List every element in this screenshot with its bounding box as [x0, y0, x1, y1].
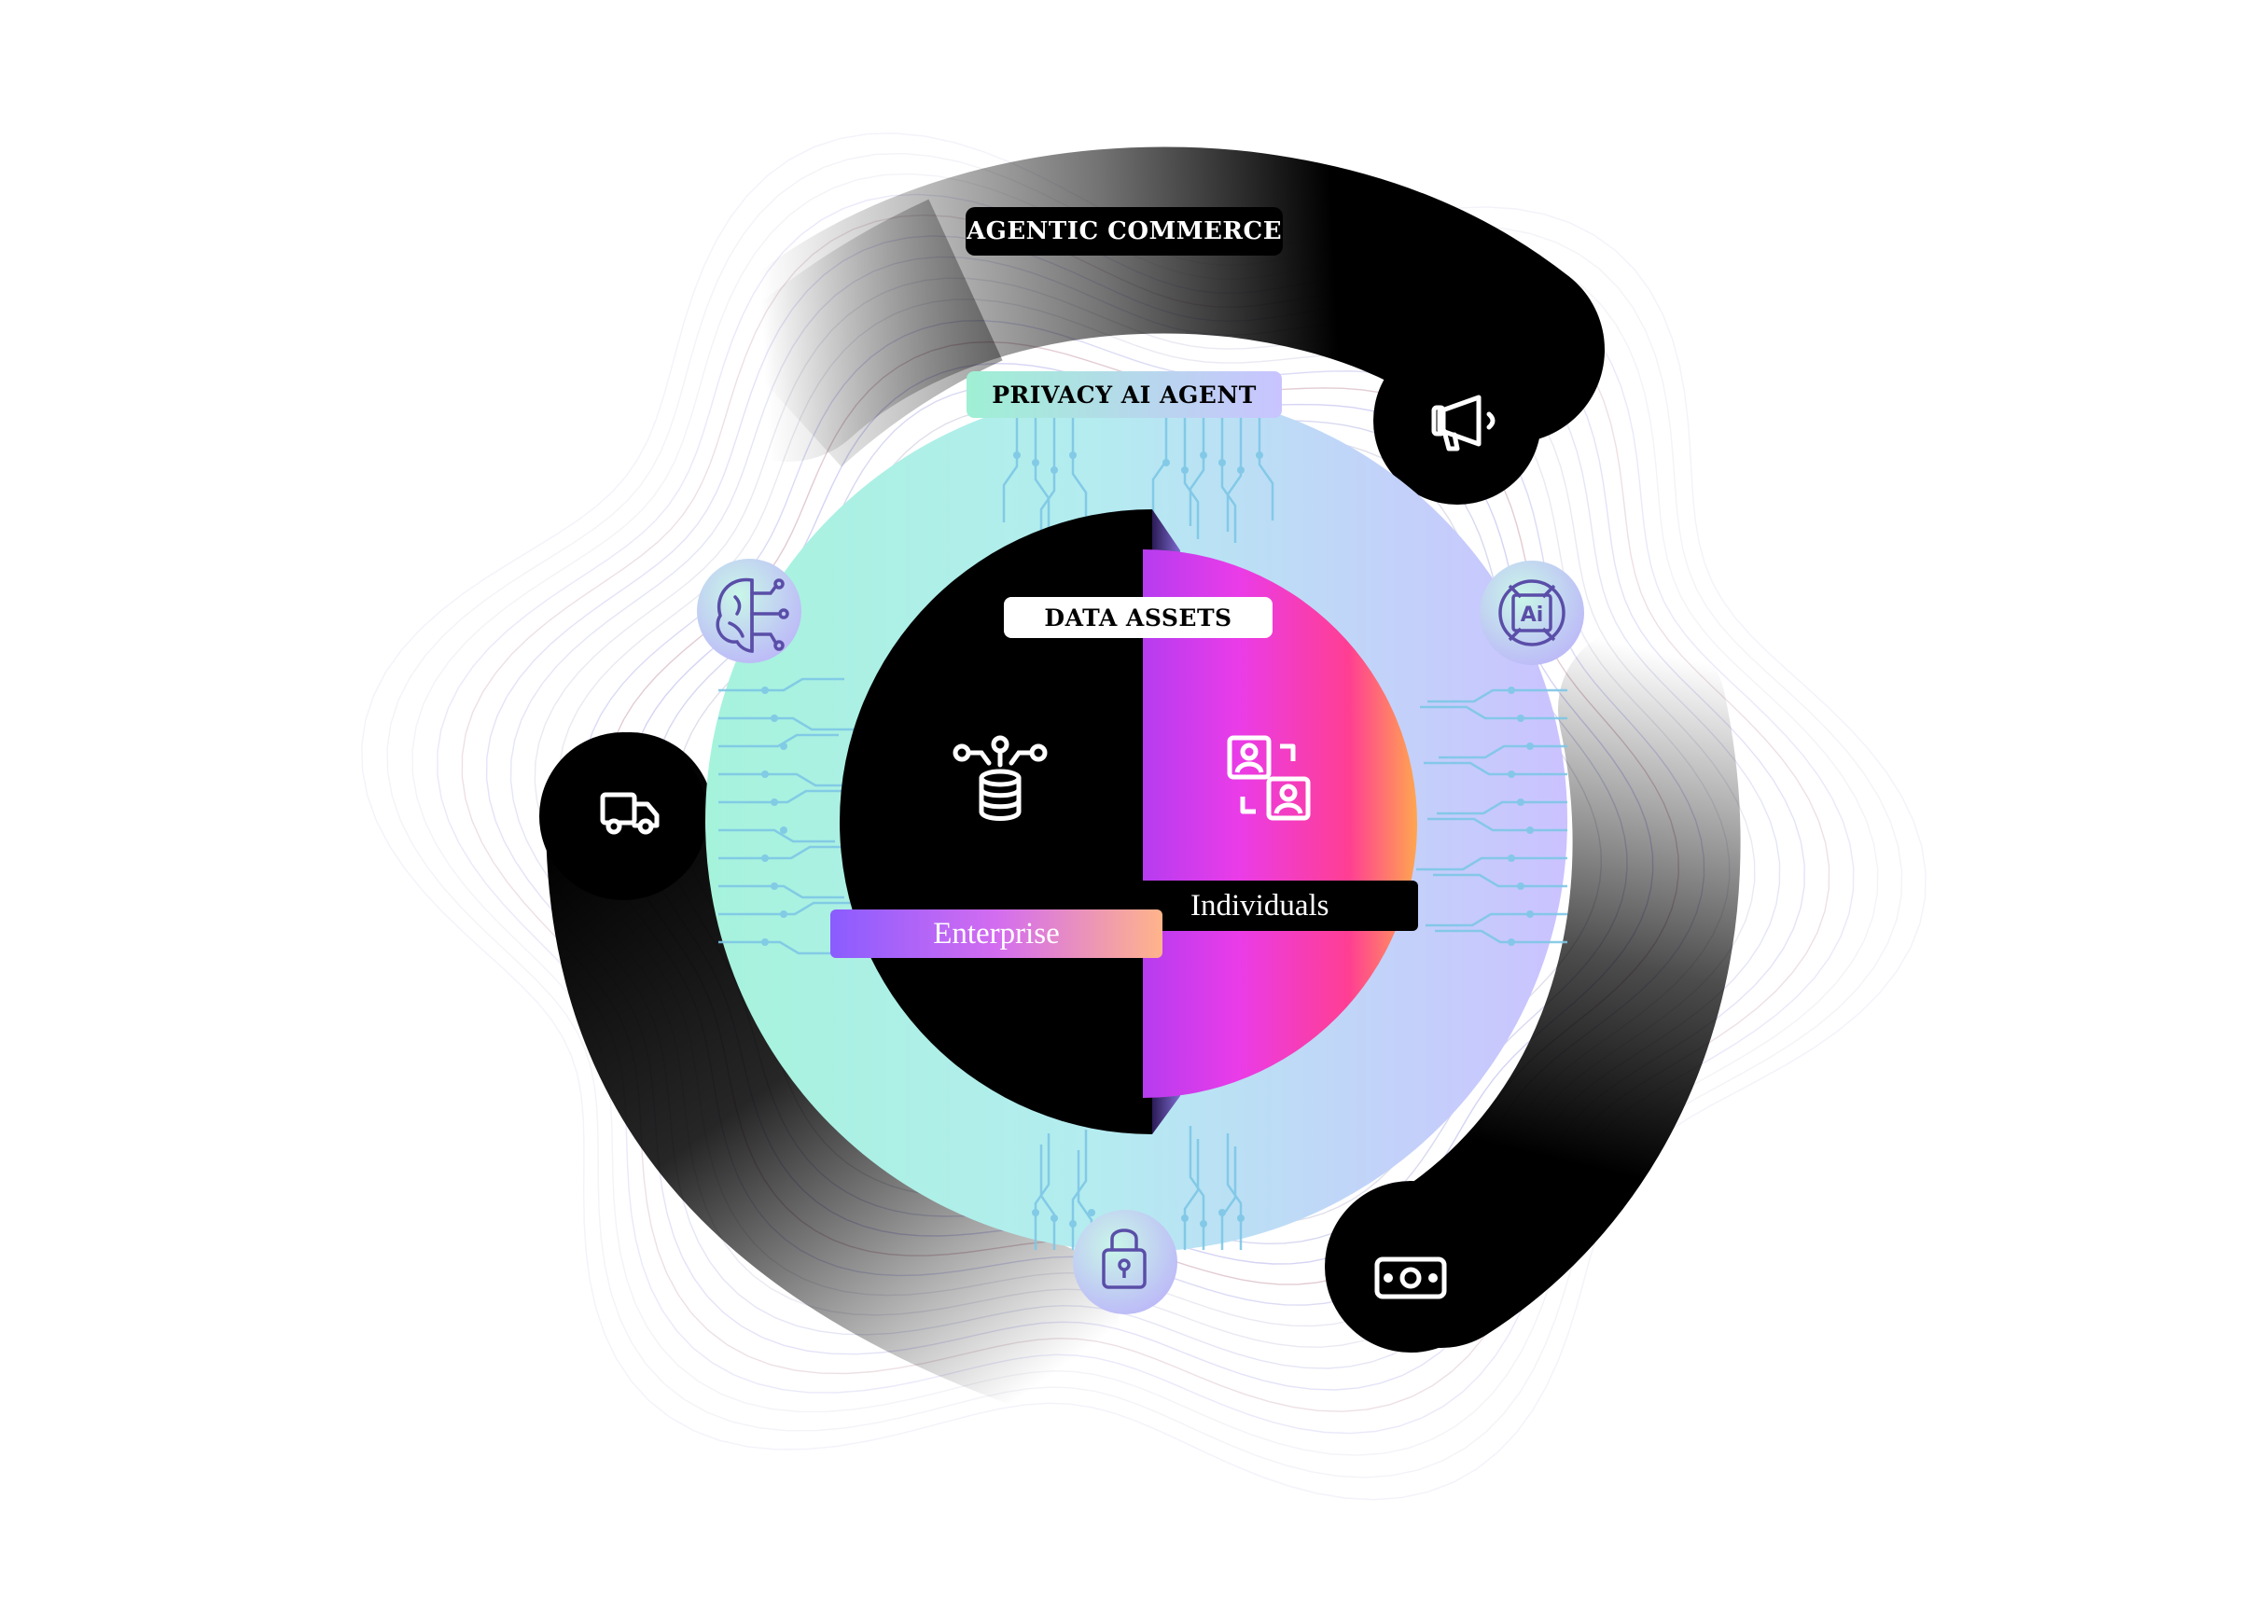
circuit-node: [1508, 770, 1515, 778]
circuit-trace: [718, 901, 856, 916]
circuit-node: [1526, 910, 1534, 918]
money-bill-icon: [1374, 1256, 1447, 1299]
circuit-node: [1181, 466, 1189, 474]
circuit-node: [780, 910, 787, 918]
circuit-node: [1256, 451, 1263, 459]
circuit-node: [1200, 1220, 1207, 1228]
data-assets-label: DATA ASSETS: [1004, 597, 1273, 638]
circuit-node: [1237, 1215, 1245, 1222]
contour-line: [361, 132, 1927, 1501]
circuit-node: [1051, 1215, 1058, 1222]
contour-line: [386, 152, 1903, 1478]
circuit-trace: [718, 828, 835, 843]
user-profiles-icon: [1227, 735, 1311, 821]
circuit-node: [771, 715, 778, 722]
circuit-trace: [1416, 856, 1567, 871]
circuit-node: [761, 938, 769, 946]
circuit-node: [761, 854, 769, 862]
circuit-trace: [1437, 800, 1567, 815]
circuit-node: [1508, 854, 1515, 862]
circuit-trace: [1226, 418, 1243, 532]
circuit-trace: [1071, 418, 1088, 530]
circuit-traces: [718, 418, 1567, 1250]
circuit-node: [780, 826, 787, 834]
circuit-trace: [1435, 929, 1567, 944]
circuit-trace: [1189, 418, 1205, 526]
circuit-trace: [1424, 761, 1567, 776]
privacy-ai-agent-label: PRIVACY AI AGENT: [967, 371, 1282, 418]
agentic-commerce-label: AGENTIC COMMERCE: [966, 207, 1283, 256]
circuit-node: [1200, 451, 1207, 459]
circuit-node: [771, 798, 778, 806]
circuit-trace: [718, 845, 852, 860]
circuit-node: [1508, 687, 1515, 694]
circuit-trace: [718, 940, 841, 955]
circuit-trace: [1151, 418, 1168, 517]
circuit-node: [1526, 743, 1534, 750]
circuit-node: [1508, 938, 1515, 946]
circuit-trace: [718, 772, 857, 787]
svg-text:Ai: Ai: [1521, 604, 1544, 627]
circuit-trace: [1420, 705, 1567, 720]
circuit-node: [780, 743, 787, 750]
circuit-trace: [1226, 1133, 1243, 1250]
circuit-node: [1051, 466, 1058, 474]
circuit-trace: [1427, 688, 1567, 703]
ai-chip-icon: Ai: [1498, 579, 1565, 646]
circuit-node: [1526, 826, 1534, 834]
circuit-node: [761, 770, 769, 778]
circuit-trace: [1220, 1146, 1237, 1250]
circuit-trace: [718, 677, 844, 692]
individuals-label: Individuals: [1131, 881, 1418, 931]
circuit-trace: [718, 884, 844, 899]
circuit-trace: [1258, 418, 1274, 521]
circuit-node: [1069, 451, 1077, 459]
circuit-node: [1088, 1209, 1095, 1216]
circuit-trace: [1002, 418, 1019, 522]
database-network-icon: [953, 735, 1048, 821]
circuit-node: [1517, 882, 1524, 890]
circuit-trace: [1039, 418, 1056, 547]
circuit-node: [1069, 1220, 1077, 1228]
circuit-trace: [1439, 744, 1567, 759]
privacy-lock-icon: [1102, 1228, 1147, 1289]
megaphone-icon: [1431, 395, 1496, 451]
circuit-trace: [718, 716, 854, 731]
circuit-node: [1013, 451, 1021, 459]
circuit-trace: [1433, 873, 1567, 888]
circuit-trace: [1034, 418, 1051, 535]
circuit-node: [1517, 798, 1524, 806]
circuit-trace: [1039, 1145, 1056, 1250]
circuit-node: [1517, 715, 1524, 722]
circuit-trace: [718, 789, 848, 804]
circuit-node: [1218, 459, 1226, 466]
circuit-node: [1032, 1209, 1039, 1216]
enterprise-label: Enterprise: [830, 909, 1162, 958]
circuit-node: [1181, 1215, 1189, 1222]
data-assets-core: [840, 509, 1417, 1134]
circuit-node: [1162, 459, 1170, 466]
ai-brain-icon: [716, 577, 789, 653]
circuit-node: [1218, 1209, 1226, 1216]
delivery-truck-icon: [600, 792, 660, 835]
circuit-node: [1032, 459, 1039, 466]
circuit-trace: [718, 733, 839, 748]
circuit-node: [771, 882, 778, 890]
circuit-trace: [1183, 1139, 1200, 1250]
circuit-node: [1237, 466, 1245, 474]
circuit-node: [761, 687, 769, 694]
enterprise-half: [840, 509, 1152, 1134]
individuals-half: [1143, 549, 1417, 1098]
